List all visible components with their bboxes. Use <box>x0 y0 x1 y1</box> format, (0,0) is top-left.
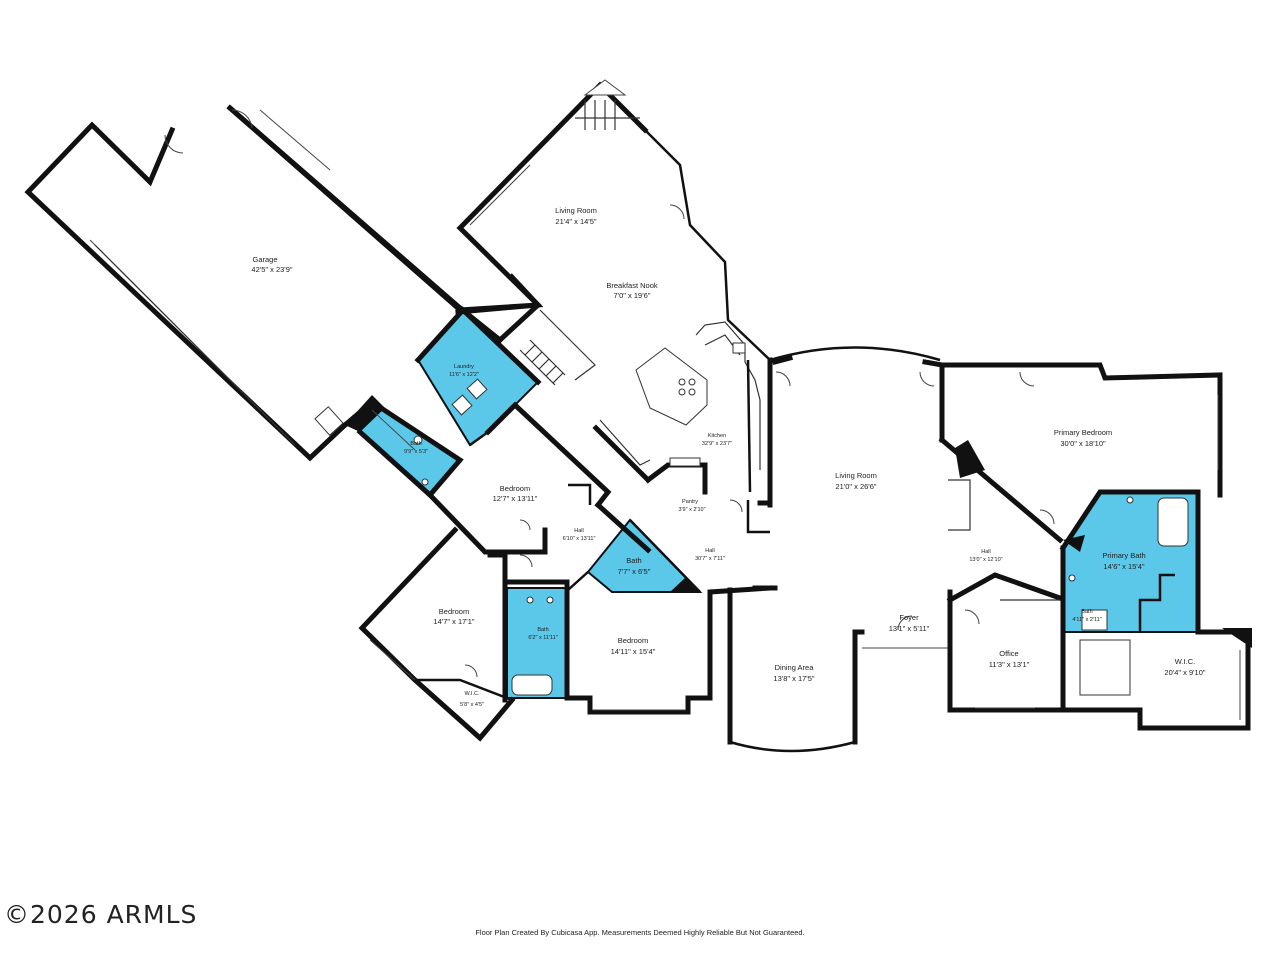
primary-bedroom-dim: 30'0" x 18'10" <box>1060 439 1106 448</box>
bedroom-12-label: Bedroom <box>500 484 530 493</box>
pantry-dim: 3'9" x 2'10" <box>678 507 705 513</box>
breakfast-nook-dim: 7'0" x 19'6" <box>614 291 651 300</box>
wic-east-label: W.I.C. <box>1175 657 1195 666</box>
office-label: Office <box>999 649 1018 658</box>
bedroom-14-dim: 14'7" x 17'1" <box>433 617 474 626</box>
foyer-dim: 13'1" x 5'11" <box>889 624 930 633</box>
living-room-main-dim: 21'0" x 26'6" <box>835 482 876 491</box>
bath-77-dim: 7'7" x 6'5" <box>618 567 651 576</box>
office-dim: 11'3" x 13'1" <box>989 660 1030 669</box>
footer-disclaimer: Floor Plan Created By Cubicasa App. Meas… <box>475 928 805 937</box>
hall-east-label: Hall <box>981 549 990 555</box>
bedroom-1411-label: Bedroom <box>618 636 648 645</box>
wic-east-dim: 20'4" x 9'10" <box>1164 668 1205 677</box>
garage-label: Garage <box>252 255 277 264</box>
pantry-label: Pantry <box>682 499 698 505</box>
bedroom-1411-dim: 14'11" x 15'4" <box>611 647 656 656</box>
hall-center-dim: 30'7" x 7'11" <box>695 556 725 562</box>
laundry-bath-block <box>341 306 542 499</box>
north-living-block <box>456 79 773 534</box>
bath-62-label: Bath <box>537 627 548 633</box>
hall-west-label: Hall <box>574 528 583 534</box>
wet-room-fills <box>358 308 1199 699</box>
foyer-label: Foyer <box>899 613 919 622</box>
bath-small-dim: 4'11" x 2'11" <box>1072 617 1101 623</box>
wic-west-dim: 5'8" x 4'5" <box>460 702 484 708</box>
primary-bath-label: Primary Bath <box>1102 551 1145 560</box>
bath-62-dim: 6'2" x 11'11" <box>528 635 557 641</box>
kitchen-dim: 32'9" x 23'7" <box>702 441 732 447</box>
room-labels: Garage 42'5" x 23'9" Living Room 21'4" x… <box>251 206 1205 708</box>
stairs <box>519 309 596 386</box>
kitchen-island <box>635 347 708 426</box>
bedroom-12-dim: 12'7" x 13'11" <box>493 494 538 503</box>
garage-door-swing <box>231 109 253 129</box>
living-room-north-label: Living Room <box>555 206 597 215</box>
primary-bedroom-label: Primary Bedroom <box>1054 428 1112 437</box>
dining-area-dim: 13'8" x 17'5" <box>773 674 814 683</box>
bath-small-label: Bath <box>1081 609 1092 615</box>
kitchen-label: Kitchen <box>708 433 726 439</box>
hall-center-label: Hall <box>705 548 714 554</box>
primary-bath-dim: 14'6" x 15'4" <box>1103 562 1144 571</box>
laundry-dim: 11'6" x 12'2" <box>449 372 479 378</box>
bedroom-14-label: Bedroom <box>439 607 469 616</box>
bath-77-label: Bath <box>626 556 641 565</box>
dining-area-label: Dining Area <box>775 663 815 672</box>
bath-garage-dim: 9'9" x 5'3" <box>404 449 428 455</box>
west-bedrooms <box>358 401 773 742</box>
primary-bedroom <box>938 362 1223 544</box>
bath-garage-label: Bath <box>410 441 421 447</box>
hall-west-dim: 6'10" x 13'11" <box>563 536 596 542</box>
living-room-north-dim: 21'4" x 14'5" <box>555 217 596 226</box>
wic-west-label: W.I.C. <box>465 691 480 697</box>
copyright-watermark: ©2026 ARMLS <box>4 900 198 929</box>
living-room-main-label: Living Room <box>835 471 877 480</box>
primary-bath-block <box>1059 489 1252 731</box>
hall-east-dim: 13'0" x 12'10" <box>969 557 1002 563</box>
central-living <box>727 346 953 753</box>
garage-dim: 42'5" x 23'9" <box>251 265 292 274</box>
breakfast-nook-label: Breakfast Nook <box>606 281 658 290</box>
office-block <box>946 572 1066 713</box>
laundry-label: Laundry <box>454 364 474 370</box>
